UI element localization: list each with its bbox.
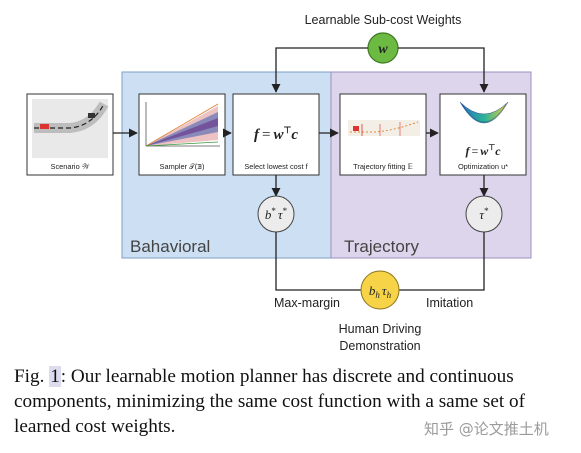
scenario-thumbnail bbox=[32, 99, 109, 158]
select-box bbox=[232, 93, 320, 176]
motion-planner-diagram: Bahavioral Trajectory Learnable Sub-cost… bbox=[26, 13, 532, 353]
behavioral-label: Bahavioral bbox=[130, 237, 210, 256]
behavior-result-node bbox=[257, 195, 295, 233]
behavior-result-symbol: b*τ* bbox=[265, 206, 288, 222]
sampler-label: Sampler 𝒯(𝔹) bbox=[160, 162, 205, 171]
edge-weight-to-select bbox=[271, 47, 368, 93]
trajectory-result-symbol: τ* bbox=[479, 206, 489, 222]
edge-imitation bbox=[399, 232, 485, 291]
sampler-thumbnail bbox=[145, 102, 220, 147]
optimization-formula: f=w⊤c bbox=[465, 143, 501, 158]
caption-fig: Fig. bbox=[14, 366, 45, 387]
watermark: 知乎 @论文推土机 bbox=[424, 420, 549, 438]
weight-node-symbol: w bbox=[378, 42, 388, 57]
human-demo-node bbox=[360, 270, 400, 310]
optimization-label: Optimization u* bbox=[458, 162, 508, 171]
trajectory-fitting-label: Trajectory fitting 𝔼 bbox=[353, 162, 413, 171]
human-demo-caption-line2: Demonstration bbox=[339, 339, 420, 353]
edge-max-margin bbox=[275, 232, 361, 291]
figure-caption: Fig. 1: Our learnable motion planner has… bbox=[14, 364, 566, 439]
caption-text: : Our learnable motion planner has discr… bbox=[14, 366, 526, 437]
human-demo-caption-line1: Human Driving bbox=[339, 322, 422, 336]
optimization-thumbnail bbox=[459, 101, 509, 123]
select-formula: f=w⊤c bbox=[254, 125, 298, 143]
caption-figure-number: 1 bbox=[49, 366, 61, 387]
select-label: Select lowest cost f bbox=[244, 162, 308, 171]
sub-cost-weights-label: Learnable Sub-cost Weights bbox=[305, 13, 462, 27]
optimization-box bbox=[439, 93, 527, 176]
scenario-label: Scenario 𝒲 bbox=[51, 162, 91, 171]
trajectory-fitting-thumbnail bbox=[348, 120, 420, 136]
trajectory-label: Trajectory bbox=[344, 237, 419, 256]
edge-weight-to-optimization bbox=[398, 47, 489, 93]
max-margin-label: Max-margin bbox=[274, 296, 340, 310]
imitation-label: Imitation bbox=[426, 296, 473, 310]
